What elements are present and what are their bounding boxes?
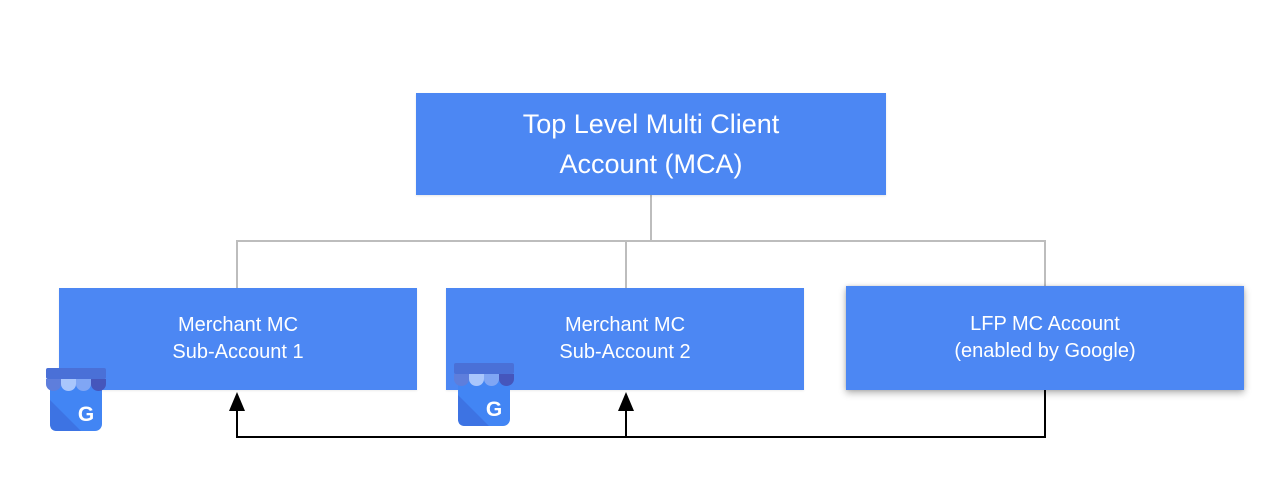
arrowhead-sub1 [229, 392, 245, 411]
node-label-line1: Merchant MC [564, 314, 686, 336]
node-label-line1: LFP MC Account [970, 313, 1120, 335]
google-letter: G [486, 398, 502, 421]
node-label-line2: (enabled by Google) [954, 340, 1136, 362]
awning-segment-2 [469, 374, 484, 386]
awning-segment-3 [484, 374, 499, 386]
google-letter: G [78, 403, 94, 426]
node-label-line2: Sub-Account 1 [172, 341, 304, 363]
node-top-level-mca: Top Level Multi Client Account (MCA) [416, 93, 886, 195]
node-label-line2: Account (MCA) [559, 149, 743, 179]
arrowhead-sub2 [618, 392, 634, 411]
awning-bar [454, 363, 514, 374]
arrow-main-path [236, 390, 1046, 438]
awning-segment-4 [91, 379, 106, 391]
storefront-fold [458, 395, 489, 426]
awning-segment-3 [76, 379, 91, 391]
node-label-line2: Sub-Account 2 [559, 341, 691, 363]
google-business-profile-icon: G [39, 367, 113, 433]
google-business-profile-icon: G [447, 362, 521, 428]
storefront-fold [50, 400, 81, 431]
awning-segment-2 [61, 379, 76, 391]
awning-segment-1 [46, 379, 61, 391]
node-label-line1: Top Level Multi Client [522, 109, 780, 139]
node-lfp-mc-account: LFP MC Account (enabled by Google) [846, 286, 1244, 390]
awning-bar [46, 368, 106, 379]
awning-segment-4 [499, 374, 514, 386]
node-merchant-sub-account-1: Merchant MC Sub-Account 1 [59, 288, 417, 390]
awning-segment-1 [454, 374, 469, 386]
node-label-line1: Merchant MC [177, 314, 299, 336]
